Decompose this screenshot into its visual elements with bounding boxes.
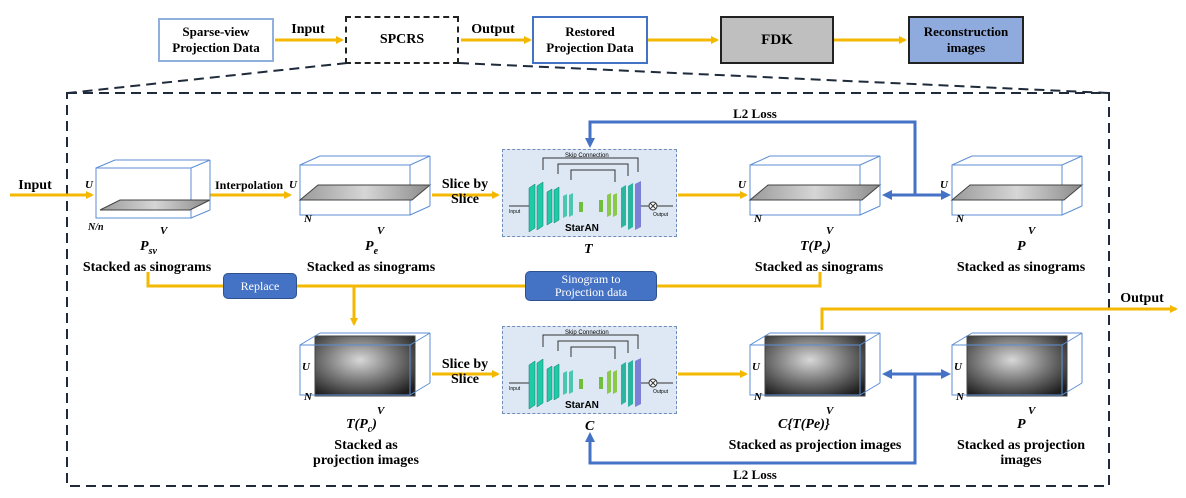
axis-n-pe: N <box>304 213 312 225</box>
sparse-view-box: Sparse-view Projection Data <box>158 18 274 62</box>
cube-p-sino <box>950 155 1084 216</box>
tpe-symbol: T(Pe) <box>800 239 831 257</box>
axis-u-pe: U <box>289 179 297 191</box>
axis-nn-psv: N/n <box>88 222 104 233</box>
fdk-box: FDK <box>720 16 834 64</box>
pe-symbol: Pe <box>365 239 379 257</box>
axis-v-p: V <box>1028 225 1036 237</box>
reconstruction-box: Reconstruction images <box>908 16 1024 64</box>
net-output-label: Output <box>653 389 669 395</box>
psv-symbol: Psv <box>140 239 157 257</box>
axis-v-ctpe: V <box>826 405 834 417</box>
net-output-label: Output <box>653 212 669 218</box>
net-input-label: Input <box>509 209 521 215</box>
axis-v-psv: V <box>160 225 168 237</box>
row2-slice-label: Slice by Slice <box>441 357 489 387</box>
pe-caption: Stacked as sinograms <box>306 260 436 275</box>
skip-connection-label: Skip Connection <box>565 330 609 336</box>
spcrs-expansion-frame <box>66 62 1110 487</box>
axis-n-ctpe: N <box>754 391 762 403</box>
row1-input-label: Input <box>18 178 52 193</box>
axis-v-pproj: V <box>1028 405 1036 417</box>
cube-tpc <box>299 332 431 397</box>
axis-n-p: N <box>956 213 964 225</box>
axis-v-pe: V <box>377 225 385 237</box>
axis-u-pproj: U <box>954 361 962 373</box>
p-proj-symbol: P <box>1017 417 1026 432</box>
sino-to-proj-pill: Sinogram to Projection data <box>525 271 657 301</box>
axis-n-tpc: N <box>304 391 312 403</box>
row2-arrows <box>432 305 1178 378</box>
row1-slice-label: Slice by Slice <box>441 177 489 207</box>
c-symbol: C <box>585 419 595 434</box>
psv-caption: Stacked as sinograms <box>82 260 212 275</box>
axis-u-tpc: U <box>302 361 310 373</box>
top-input-label: Input <box>291 22 325 37</box>
replace-pill: Replace <box>223 273 297 299</box>
p-proj-caption: Stacked as projection images <box>956 438 1086 468</box>
axis-u-p: U <box>940 179 948 191</box>
skip-connection-label: Skip Connection <box>565 153 609 159</box>
t-symbol: T <box>584 242 593 257</box>
p-sino-symbol: P <box>1017 239 1026 254</box>
tpc-caption: Stacked as projection images <box>313 438 419 468</box>
staran-label: StarAN <box>565 223 599 234</box>
axis-n-pproj: N <box>956 391 964 403</box>
tpc-symbol: T(Pc) <box>346 417 377 435</box>
row1-l2-loss-label: L2 Loss <box>733 106 777 121</box>
net-input-label: Input <box>509 386 521 392</box>
cube-psv <box>95 159 211 219</box>
ctpe-caption: Stacked as projection images <box>728 438 902 453</box>
p-sino-caption: Stacked as sinograms <box>956 260 1086 275</box>
axis-u-tpe: U <box>738 179 746 191</box>
restored-box: Restored Projection Data <box>532 16 648 64</box>
row2-output-label: Output <box>1120 291 1164 306</box>
middle-arrows <box>146 272 822 326</box>
cube-p-proj <box>951 332 1083 397</box>
cube-ctpe <box>749 332 881 397</box>
spcrs-box: SPCRS <box>345 16 459 64</box>
tpe-caption: Stacked as sinograms <box>754 260 884 275</box>
axis-u-ctpe: U <box>752 361 760 373</box>
ctpe-symbol: C{T(Pe)} <box>778 417 830 432</box>
cube-pe <box>298 155 432 216</box>
axis-v-tpe: V <box>826 225 834 237</box>
top-output-label: Output <box>471 22 515 37</box>
staran-net-top: Skip Connection Input Output StarAN <box>502 149 677 237</box>
staran-graphic <box>509 157 673 233</box>
interpolation-label: Interpolation <box>214 178 283 192</box>
cube-tpe <box>748 155 882 216</box>
staran-graphic <box>509 334 673 410</box>
staran-net-bottom: Skip Connection Input Output StarAN <box>502 326 677 414</box>
row2-l2-loss-label: L2 Loss <box>733 467 777 482</box>
staran-label: StarAN <box>565 400 599 411</box>
l2-loss-arrows <box>585 120 951 465</box>
axis-n-tpe: N <box>754 213 762 225</box>
axis-v-tpc: V <box>377 405 385 417</box>
axis-u-psv: U <box>85 179 93 191</box>
